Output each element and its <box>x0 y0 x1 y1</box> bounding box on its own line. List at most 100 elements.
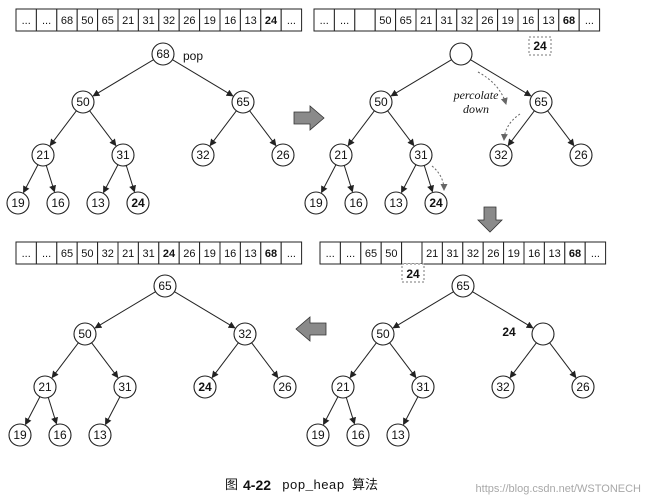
array-cell-value: 24 <box>265 15 278 27</box>
tree-node-value: 13 <box>93 428 107 442</box>
held-value-bottom: 24 <box>406 267 420 281</box>
caption-figure-number: 4-22 <box>243 477 271 493</box>
tree-node-value: 31 <box>416 380 430 394</box>
tree-node <box>48 423 72 447</box>
tree-edge <box>547 110 575 147</box>
array-cell-value: 32 <box>467 248 479 260</box>
tree-node-value: 21 <box>334 148 348 162</box>
tree-node-value: 13 <box>389 196 403 210</box>
array-cell-value: 68 <box>265 248 277 260</box>
tree-edge <box>25 396 41 426</box>
array-cell-value: 50 <box>81 248 93 260</box>
array-cell-value: 16 <box>224 248 236 260</box>
caption-figure-label: 图 <box>225 478 238 493</box>
tree-node-value: 19 <box>309 196 323 210</box>
array-cell-value: 32 <box>102 248 114 260</box>
array-cell <box>280 241 303 265</box>
array-cell-value: 13 <box>244 15 256 27</box>
tree-edge <box>509 342 537 379</box>
tree-edge <box>392 291 454 329</box>
array-cell-value: 50 <box>81 15 93 27</box>
tree-node <box>571 375 595 399</box>
tree-node-value: 21 <box>336 380 350 394</box>
tree-edge <box>174 291 236 329</box>
array-cell <box>354 8 376 32</box>
tree-node <box>33 375 57 399</box>
tree-node-value: 19 <box>311 428 325 442</box>
tree-node <box>424 191 448 215</box>
tree-node-value: 24 <box>198 380 212 394</box>
tree-node <box>344 191 368 215</box>
array-cell-value: 65 <box>102 15 114 27</box>
tree-node-value: 65 <box>456 279 470 293</box>
tree-node-value: 31 <box>118 380 132 394</box>
caption-code: pop_heap <box>282 478 344 493</box>
tree-node <box>304 191 328 215</box>
tree-node-value: 16 <box>51 196 65 210</box>
tree-node <box>369 90 393 114</box>
array-cell-value: 21 <box>420 15 432 27</box>
array-cell-value: 68 <box>563 15 575 27</box>
tree-edge <box>125 165 136 193</box>
array-cell-value: 31 <box>446 248 458 260</box>
array-cell-value: 50 <box>385 248 397 260</box>
held-value-tag-top: 24 <box>528 36 552 56</box>
array-cell <box>578 8 601 32</box>
tree-node <box>191 143 215 167</box>
array-cell-value: 19 <box>502 15 514 27</box>
watermark: https://blog.csdn.net/WSTONECH <box>476 483 642 495</box>
array-cell-value: 16 <box>528 248 540 260</box>
tree-edge <box>89 110 117 147</box>
array-cell-value: 26 <box>183 248 195 260</box>
tree-node <box>71 90 95 114</box>
tree-node-value: 65 <box>534 95 548 109</box>
array-cell-value: 26 <box>481 15 493 27</box>
array-cell-value: 13 <box>542 15 554 27</box>
tree-node <box>386 423 410 447</box>
tree-node-value: 50 <box>78 327 92 341</box>
array-cell-value: ... <box>346 248 355 260</box>
array-cell-value: ... <box>591 248 600 260</box>
tree-node <box>411 375 435 399</box>
tree-node <box>569 143 593 167</box>
tree-node-value: 32 <box>496 380 510 394</box>
tree-edge <box>45 165 56 193</box>
tree-edge <box>401 164 417 194</box>
held-value-tag-bottom: 24 <box>401 263 425 283</box>
tree-node-value: 21 <box>36 148 50 162</box>
tree-edge <box>472 291 534 329</box>
array-cell-value: ... <box>42 248 51 260</box>
tree-edge <box>172 59 234 97</box>
tree-node <box>86 191 110 215</box>
tree-edge <box>390 59 452 97</box>
tree-node <box>113 375 137 399</box>
step-arrow-down <box>477 206 503 233</box>
tree-node <box>451 274 475 298</box>
array-cell-value: 31 <box>440 15 452 27</box>
percolate-path-right <box>477 71 508 105</box>
array-cell-value: 26 <box>487 248 499 260</box>
tree-node <box>531 322 555 346</box>
tree-edge <box>343 165 354 193</box>
tree-node <box>231 90 255 114</box>
tree-node-value: 24 <box>429 196 443 210</box>
tree-node <box>73 322 97 346</box>
tree-edge <box>23 164 39 194</box>
array-rows: ...... 68 50 65 21 31 32 26 19 16 13 24......... 50 6… <box>15 8 607 265</box>
tree-node <box>306 423 330 447</box>
tree-node <box>409 143 433 167</box>
tree-node-value: 16 <box>53 428 67 442</box>
array-cell-value: ... <box>22 15 31 27</box>
tree-node-value: 32 <box>196 148 210 162</box>
tree-edge <box>251 342 279 379</box>
array-cell-value: ... <box>42 15 51 27</box>
tree-edge <box>249 110 277 147</box>
tree-node-value: 31 <box>414 148 428 162</box>
tree-node <box>6 191 30 215</box>
array-cell <box>584 241 607 265</box>
